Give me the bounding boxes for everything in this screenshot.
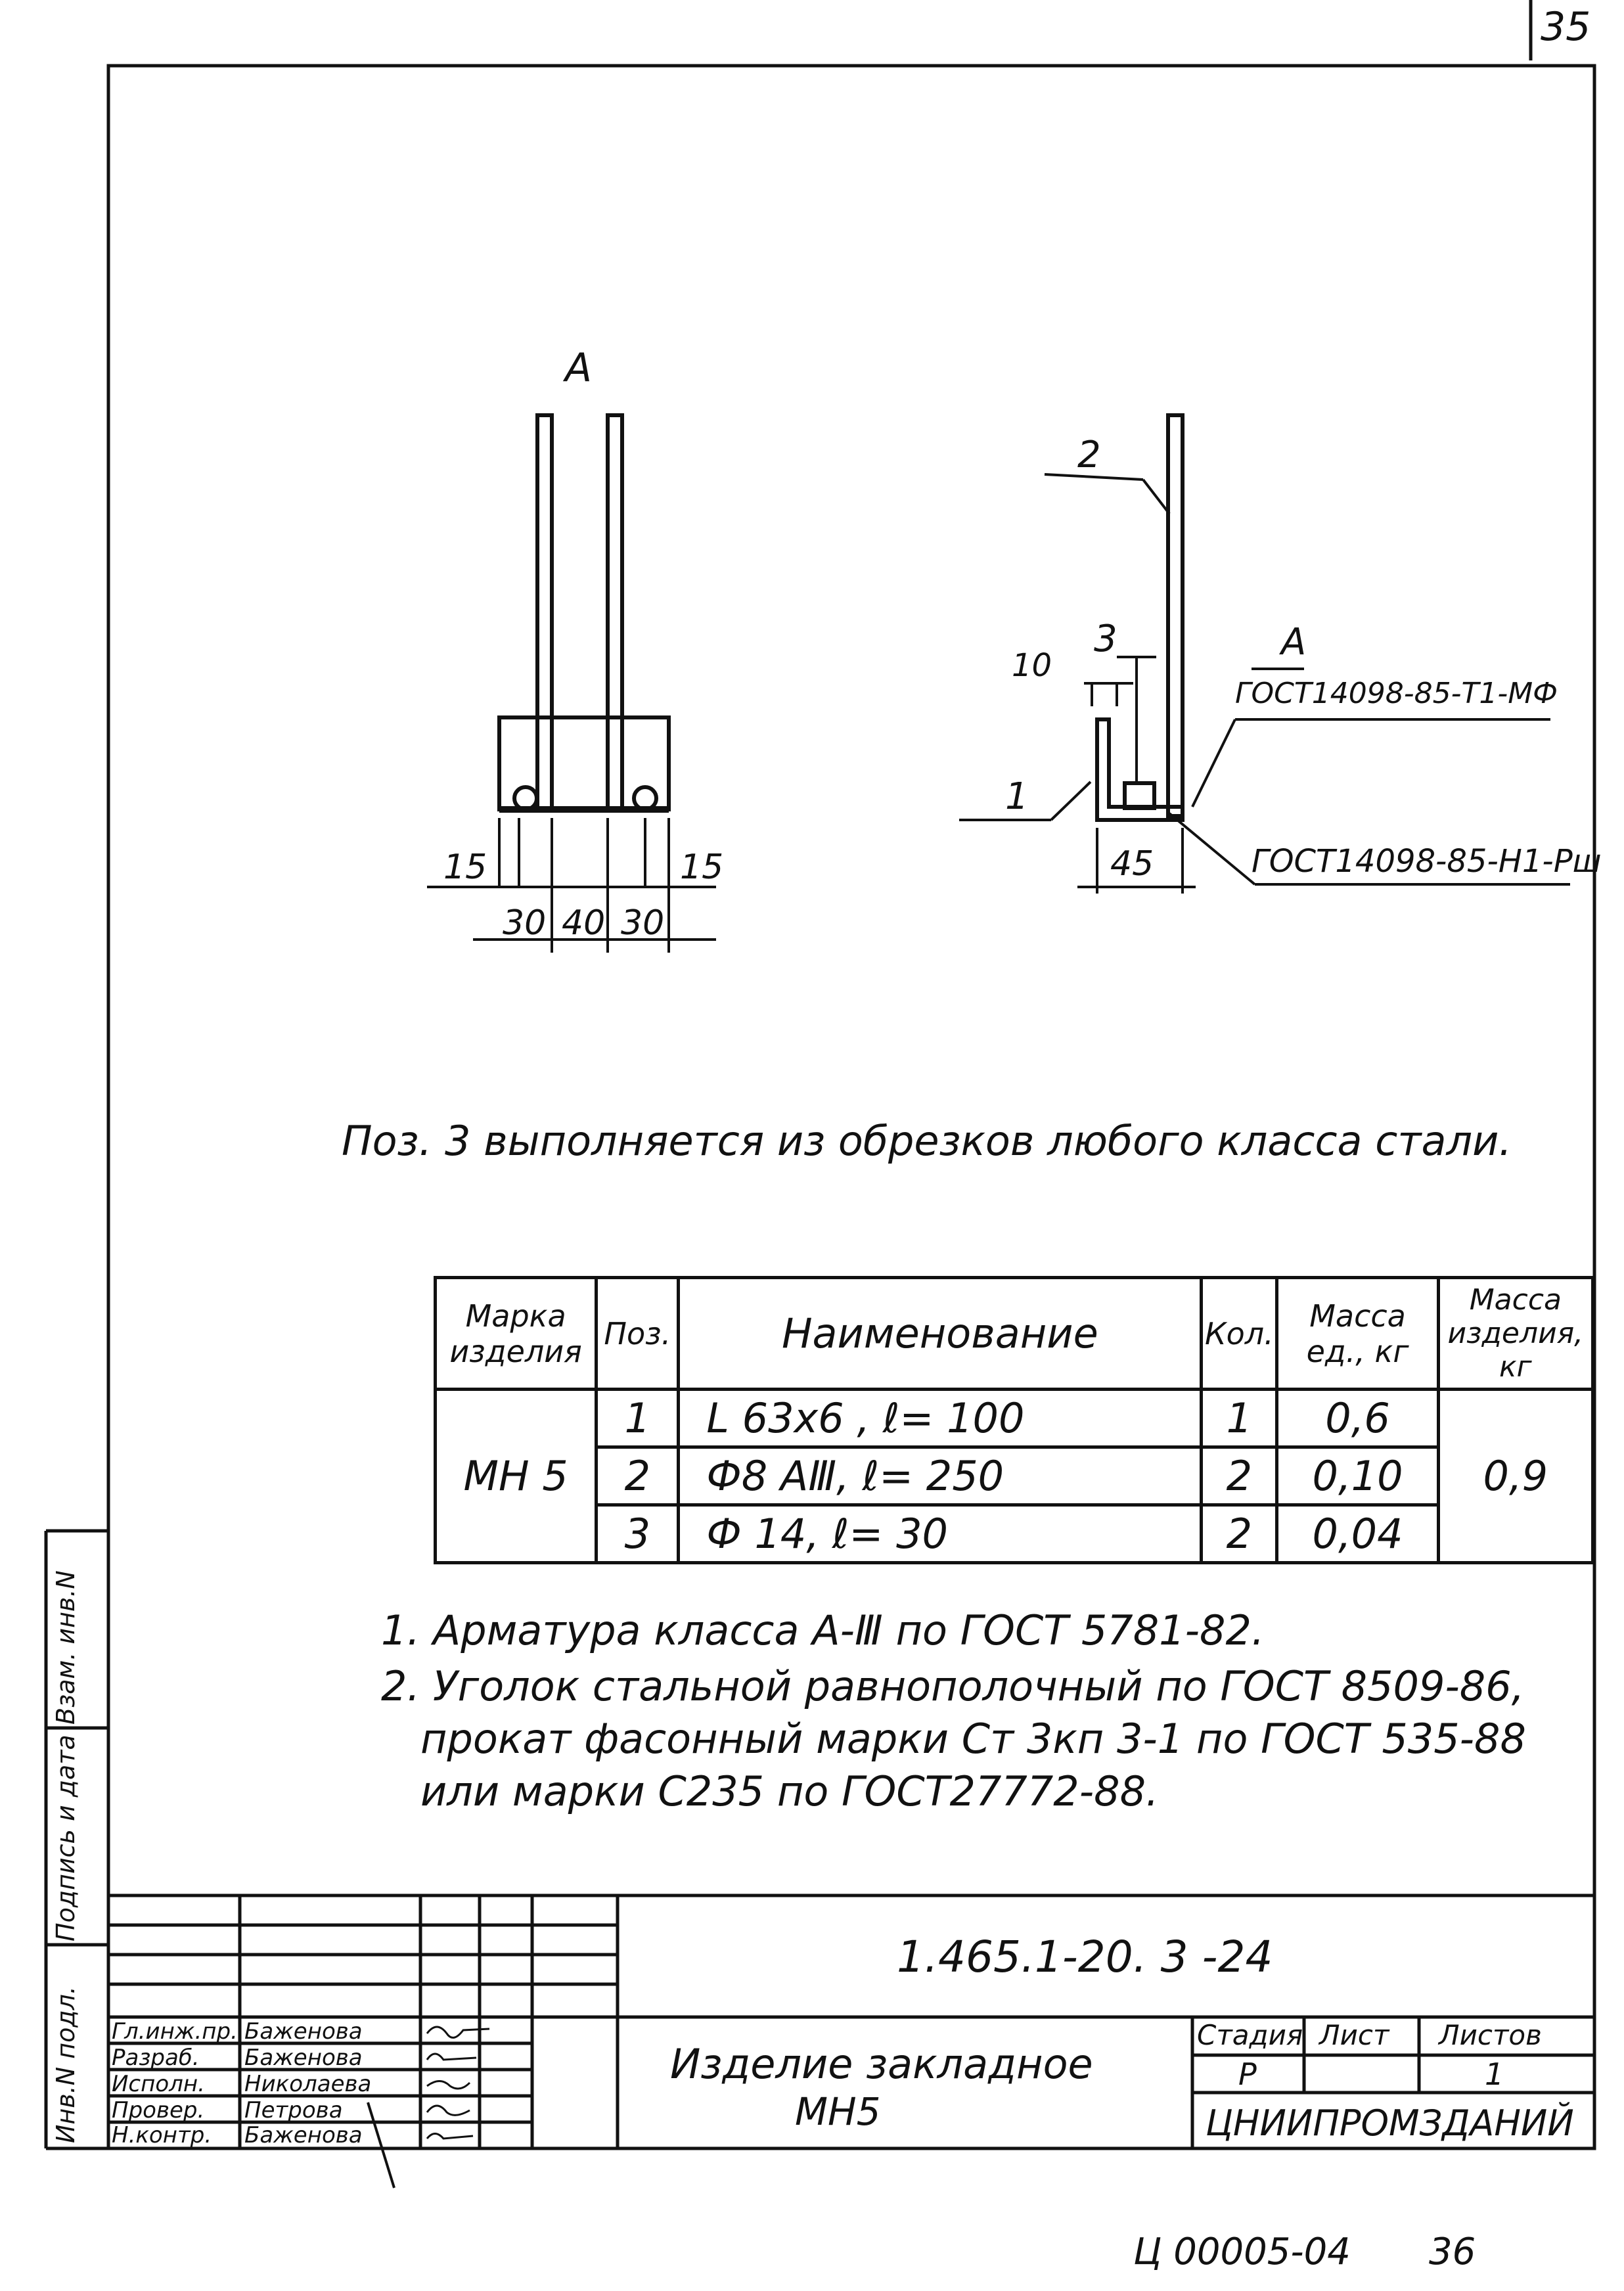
- row1-name: L 63х6 , ℓ= 100: [677, 1388, 1204, 1449]
- header-name: Наименование: [677, 1276, 1204, 1391]
- row1-qty: 1: [1200, 1388, 1279, 1449]
- sheets-label: Листов: [1439, 2019, 1542, 2051]
- side-podpis: Подпись и дата: [51, 1735, 80, 1941]
- note-1: 1. Арматура класса А-Ⅲ по ГОСТ 5781-82.: [381, 1606, 1265, 1654]
- dim-30-left: 30: [503, 903, 547, 943]
- weld-top-standard: ГОСТ14098-85-Т1-МФ: [1235, 677, 1558, 710]
- side-inv-podl: Инв.N подл.: [51, 1986, 80, 2143]
- organization: ЦНИИПРОМЗДАНИЙ: [1206, 2102, 1574, 2144]
- header-mass-item: Масса изделия, кг: [1436, 1276, 1595, 1391]
- name-1: Баженова: [244, 2018, 363, 2045]
- header-pos: Поз.: [595, 1276, 681, 1391]
- note-2-cont-2: или марки С235 по ГОСТ27772-88.: [420, 1767, 1159, 1815]
- row2-name: Ф8 АⅢ, ℓ= 250: [677, 1445, 1204, 1507]
- footer-code: Ц 00005-04: [1133, 2231, 1351, 2273]
- role-3: Исполн.: [112, 2071, 205, 2097]
- sheet-label: Лист: [1319, 2019, 1389, 2051]
- name-5: Баженова: [244, 2122, 363, 2148]
- dim-15-left: 15: [443, 848, 487, 887]
- role-5: Н.контр.: [112, 2122, 212, 2148]
- right-view: [959, 413, 1570, 894]
- stage-label: Стадия: [1197, 2019, 1303, 2051]
- row3-name: Ф 14, ℓ= 30: [677, 1503, 1204, 1564]
- pos3-note: Поз. 3 выполняется из обрезков любого кл…: [342, 1117, 1512, 1165]
- title-line-2: МН5: [795, 2089, 881, 2134]
- role-2: Разраб.: [112, 2045, 200, 2071]
- name-4: Петрова: [244, 2097, 343, 2123]
- dim-45: 45: [1110, 844, 1154, 884]
- title-block-grid: [108, 1894, 1594, 2148]
- row3-qty: 2: [1200, 1503, 1279, 1564]
- row1-pos: 1: [595, 1388, 681, 1449]
- sheets-value: 1: [1485, 2056, 1504, 2092]
- footer-page: 36: [1429, 2231, 1476, 2273]
- left-view: [427, 413, 716, 953]
- spec-table: Марка изделия Поз. Наименование Кол. Мас…: [433, 1276, 1595, 1564]
- header-mark: Марка изделия: [433, 1276, 598, 1391]
- pos-1-label: 1: [1005, 775, 1029, 818]
- pos-3-label: 3: [1094, 618, 1117, 660]
- header-mass-unit: Масса ед., кг: [1275, 1276, 1440, 1391]
- dim-30-right: 30: [621, 903, 665, 943]
- name-2: Баженова: [244, 2045, 363, 2071]
- row2-mass: 0,10: [1275, 1445, 1440, 1507]
- dim-40: 40: [562, 903, 606, 943]
- doc-code: 1.465.1-20. 3 -24: [897, 1932, 1273, 1982]
- weld-top-view-label: А: [1281, 621, 1307, 664]
- spec-mass-item: 0,9: [1436, 1388, 1595, 1564]
- note-2: 2. Уголок стальной равнополочный по ГОСТ…: [381, 1662, 1525, 1710]
- header-qty: Кол.: [1200, 1276, 1279, 1391]
- view-a-label: А: [565, 345, 593, 391]
- side-vzam: Взам. инв.N: [51, 1570, 80, 1725]
- row2-pos: 2: [595, 1445, 681, 1507]
- row3-pos: 3: [595, 1503, 681, 1564]
- role-4: Провер.: [112, 2097, 205, 2123]
- dim-10: 10: [1012, 647, 1052, 684]
- row2-qty: 2: [1200, 1445, 1279, 1507]
- name-3: Николаева: [244, 2071, 372, 2097]
- weld-bottom-standard: ГОСТ14098-85-Н1-Рш: [1252, 843, 1602, 880]
- dim-15-right: 15: [680, 848, 724, 887]
- note-2-cont-1: прокат фасонный марки Ст 3кп 3-1 по ГОСТ…: [420, 1715, 1526, 1763]
- pos-2-label: 2: [1077, 434, 1101, 476]
- row1-mass: 0,6: [1275, 1388, 1440, 1449]
- title-line-1: Изделие закладное: [670, 2040, 1093, 2088]
- spec-mark: МН 5: [433, 1388, 598, 1564]
- row3-mass: 0,04: [1275, 1503, 1440, 1564]
- sheet-number-top: 35: [1541, 4, 1591, 50]
- role-1: Гл.инж.пр.: [112, 2018, 238, 2045]
- stage-value: Р: [1238, 2056, 1257, 2092]
